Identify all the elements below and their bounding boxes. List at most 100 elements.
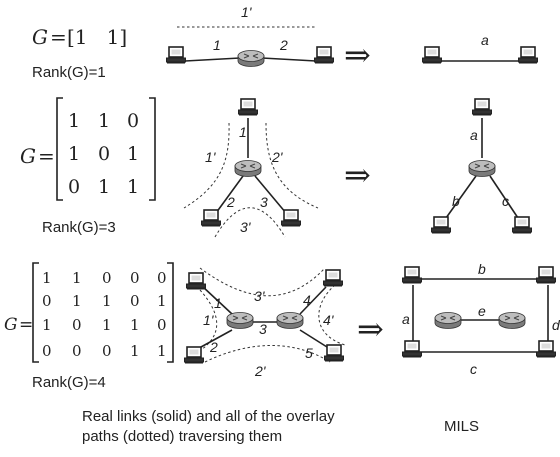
row1-rank: Rank(G)=1 bbox=[32, 64, 106, 81]
row3-arrow: ⇒ bbox=[357, 310, 384, 348]
caption-left-line-1: Real links (solid) and all of the overla… bbox=[82, 408, 335, 425]
row3-mils-router-left bbox=[434, 312, 462, 329]
row3-link-label-5: 5 bbox=[305, 345, 313, 361]
row2-mils-router bbox=[468, 160, 496, 177]
row3-host-top-right bbox=[322, 269, 344, 287]
row3-mils-host-bottom-right bbox=[535, 340, 557, 358]
row1-host-left bbox=[165, 46, 187, 64]
row2-rank: Rank(G)=3 bbox=[42, 219, 116, 236]
row3-network: 1 2 3 4 5 1' 2' 3' 4' bbox=[183, 267, 346, 379]
row3-router-left bbox=[226, 312, 254, 329]
row3-cell: 0 bbox=[72, 342, 82, 360]
row1-mils: a bbox=[421, 32, 539, 64]
row2-bracket-left bbox=[56, 97, 63, 201]
row3-link-4 bbox=[299, 286, 327, 315]
row3-cell: 0 bbox=[157, 269, 167, 287]
row3-link-label-3: 3 bbox=[259, 321, 267, 337]
row3-overlay-label-4: 4' bbox=[323, 312, 335, 328]
row3-cell: 1 bbox=[102, 316, 112, 334]
row3-cell: 1 bbox=[42, 269, 52, 287]
svg-text:=: = bbox=[50, 25, 67, 49]
row2-mils-label-c: c bbox=[502, 193, 509, 209]
row3-cell: 1 bbox=[42, 316, 52, 334]
row2-overlay-label-3: 3' bbox=[240, 219, 252, 235]
svg-text:=: = bbox=[38, 144, 55, 168]
row2-mils: a b c bbox=[430, 98, 533, 234]
row1-link-1 bbox=[184, 57, 241, 62]
row1-matrix: G = [1 1] Rank(G)=1 bbox=[32, 25, 127, 81]
row3-overlay-path-3 bbox=[199, 267, 326, 297]
row2-matrix-lhs: G bbox=[20, 144, 36, 168]
row3-cell: 1 bbox=[72, 269, 82, 287]
row3-mils: b c a d e bbox=[401, 261, 560, 377]
row2-mils-link-c bbox=[489, 175, 519, 219]
row2-link-label-2: 2 bbox=[226, 194, 235, 210]
row2-mils-label-b: b bbox=[452, 193, 460, 209]
row3-mils-label-a: a bbox=[402, 311, 410, 327]
row2-link-label-1: 1 bbox=[239, 124, 247, 140]
row1-overlay-label: 1' bbox=[241, 4, 253, 20]
row3-overlay-label-2: 2' bbox=[254, 363, 267, 379]
row3-cell: 1 bbox=[130, 342, 140, 360]
row3-matrix-lhs: G bbox=[4, 315, 18, 335]
row2-cell: 1 bbox=[68, 110, 80, 132]
row2-host-left bbox=[200, 209, 222, 227]
row3-cell: 1 bbox=[72, 292, 82, 310]
caption-right: MILS bbox=[444, 418, 479, 435]
row3-mils-router-right bbox=[498, 312, 526, 329]
row2-cell: 0 bbox=[98, 143, 110, 165]
row3-host-bottom-right bbox=[323, 344, 345, 362]
row1-arrow: ⇒ bbox=[344, 36, 371, 74]
row3-overlay-label-1: 1' bbox=[203, 312, 215, 328]
row3-matrix: G = 1 1 0 0 0 0 1 1 0 1 1 0 1 1 0 0 0 0 … bbox=[4, 262, 174, 391]
row3-cell: 0 bbox=[102, 342, 112, 360]
row3-mils-label-d: d bbox=[552, 317, 560, 333]
row3-cell: 1 bbox=[157, 342, 167, 360]
row3-cell: 0 bbox=[42, 342, 52, 360]
row2-cell: 1 bbox=[127, 176, 139, 198]
row2-link-label-3: 3 bbox=[260, 194, 268, 210]
row3-bracket-right bbox=[167, 262, 174, 363]
row3-mils-host-top-left bbox=[401, 266, 423, 284]
row2-cell: 1 bbox=[68, 143, 80, 165]
row2-overlay-path-3 bbox=[214, 207, 286, 238]
row3-bracket-left bbox=[32, 262, 39, 363]
row1-matrix-lhs: G bbox=[32, 25, 48, 49]
row3-mils-host-bottom-left bbox=[401, 340, 423, 358]
row2-mils-link-b bbox=[445, 175, 477, 219]
row1-mils-label-a: a bbox=[481, 32, 489, 48]
row3-link-label-1: 1 bbox=[214, 295, 222, 311]
row2-link-3 bbox=[254, 175, 287, 214]
row2-router bbox=[234, 160, 262, 177]
row3-link-1 bbox=[201, 285, 233, 315]
row2-cell: 0 bbox=[127, 110, 139, 132]
row2-cell: 1 bbox=[98, 110, 110, 132]
row2-overlay-path-2 bbox=[265, 122, 319, 209]
row3-overlay-path-2 bbox=[204, 345, 331, 363]
row3-rank: Rank(G)=4 bbox=[32, 374, 106, 391]
row2-link-2 bbox=[215, 175, 244, 214]
row2-cell: 1 bbox=[127, 143, 139, 165]
caption-left-line-2: paths (dotted) traversing them bbox=[82, 428, 282, 445]
row2-mils-host-left bbox=[430, 216, 452, 234]
row2-mils-host-right bbox=[511, 216, 533, 234]
row1-matrix-values: [1 1] bbox=[67, 25, 127, 49]
row3-link-label-4: 4 bbox=[303, 292, 311, 308]
row3-link-5 bbox=[299, 329, 328, 348]
svg-text:=: = bbox=[19, 315, 33, 335]
row2-mils-host-top bbox=[471, 98, 493, 116]
row2-mils-label-a: a bbox=[470, 127, 478, 143]
row1-mils-host-left bbox=[421, 46, 443, 64]
row2-bracket-right bbox=[149, 97, 156, 201]
row2-arrow: ⇒ bbox=[344, 156, 371, 194]
row3-cell: 0 bbox=[102, 269, 112, 287]
row3-cell: 0 bbox=[130, 269, 140, 287]
row2-network: 1 2 3 1' 2' 3' bbox=[183, 98, 319, 238]
row3-link-2 bbox=[200, 329, 233, 348]
row3-overlay-path-1 bbox=[197, 289, 218, 353]
row3-host-top-left bbox=[185, 272, 207, 290]
row1-router bbox=[237, 50, 265, 67]
row2-overlay-label-2: 2' bbox=[271, 149, 284, 165]
row1-link-2 bbox=[261, 57, 317, 62]
